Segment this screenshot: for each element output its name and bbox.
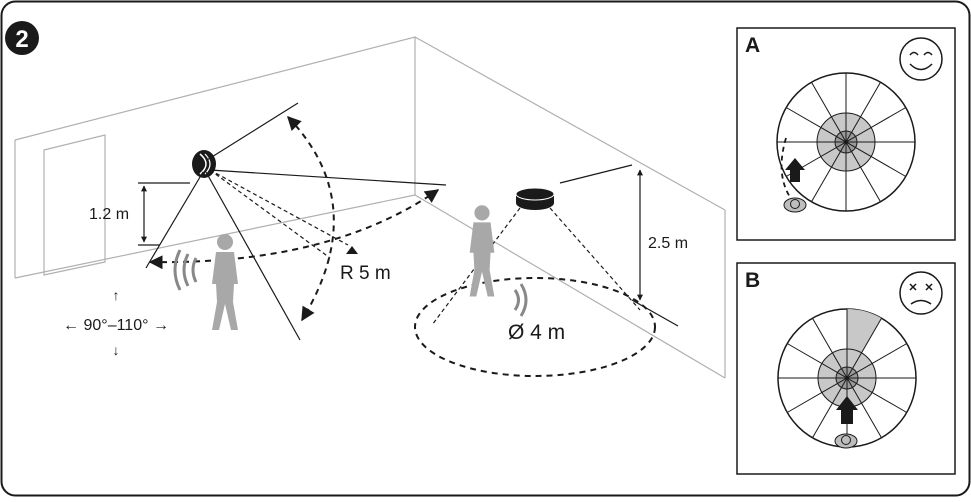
ceiling-detection-zone <box>414 277 656 377</box>
angle-up-arrow: ↑ <box>113 287 120 303</box>
walking-path <box>780 137 803 212</box>
angle-range-label: ← 90°–110° → <box>63 317 169 334</box>
diameter-label: Ø 4 m <box>508 321 565 344</box>
ceiling-sensor-icon <box>515 187 555 210</box>
ceiling-height-label: 2.5 m <box>648 235 688 252</box>
wall-sensor-icon <box>192 150 216 178</box>
ceiling-line <box>559 164 633 184</box>
panel-b-letter: B <box>745 269 760 292</box>
step-number: 2 <box>15 26 28 53</box>
panel-a-letter: A <box>745 34 760 57</box>
crossed-eyes-face-icon <box>899 271 943 315</box>
person-top-view-icon-2 <box>834 433 858 449</box>
person-top-view-icon <box>783 197 807 213</box>
motion-waves-icon <box>173 249 198 291</box>
detection-zone-top-view-2 <box>777 308 917 448</box>
motion-waves-icon-2 <box>513 283 528 317</box>
step-badge: 2 <box>5 21 39 55</box>
detection-zone-top-view <box>776 72 916 212</box>
radius-label: R 5 m <box>340 263 391 284</box>
wall-height-dimension: 1.2 m <box>89 182 190 246</box>
room-outline <box>14 36 726 379</box>
panel-a: A <box>736 27 956 241</box>
arrow-up-icon <box>785 158 805 182</box>
arrow-up-icon-2 <box>836 396 858 424</box>
wall-height-label: 1.2 m <box>89 206 129 223</box>
floor-line <box>631 299 679 327</box>
radius-pointer-icon <box>346 246 358 254</box>
angle-down-arrow: ↓ <box>113 342 120 358</box>
panel-b: B <box>736 262 956 475</box>
smiling-face-icon <box>899 37 943 81</box>
